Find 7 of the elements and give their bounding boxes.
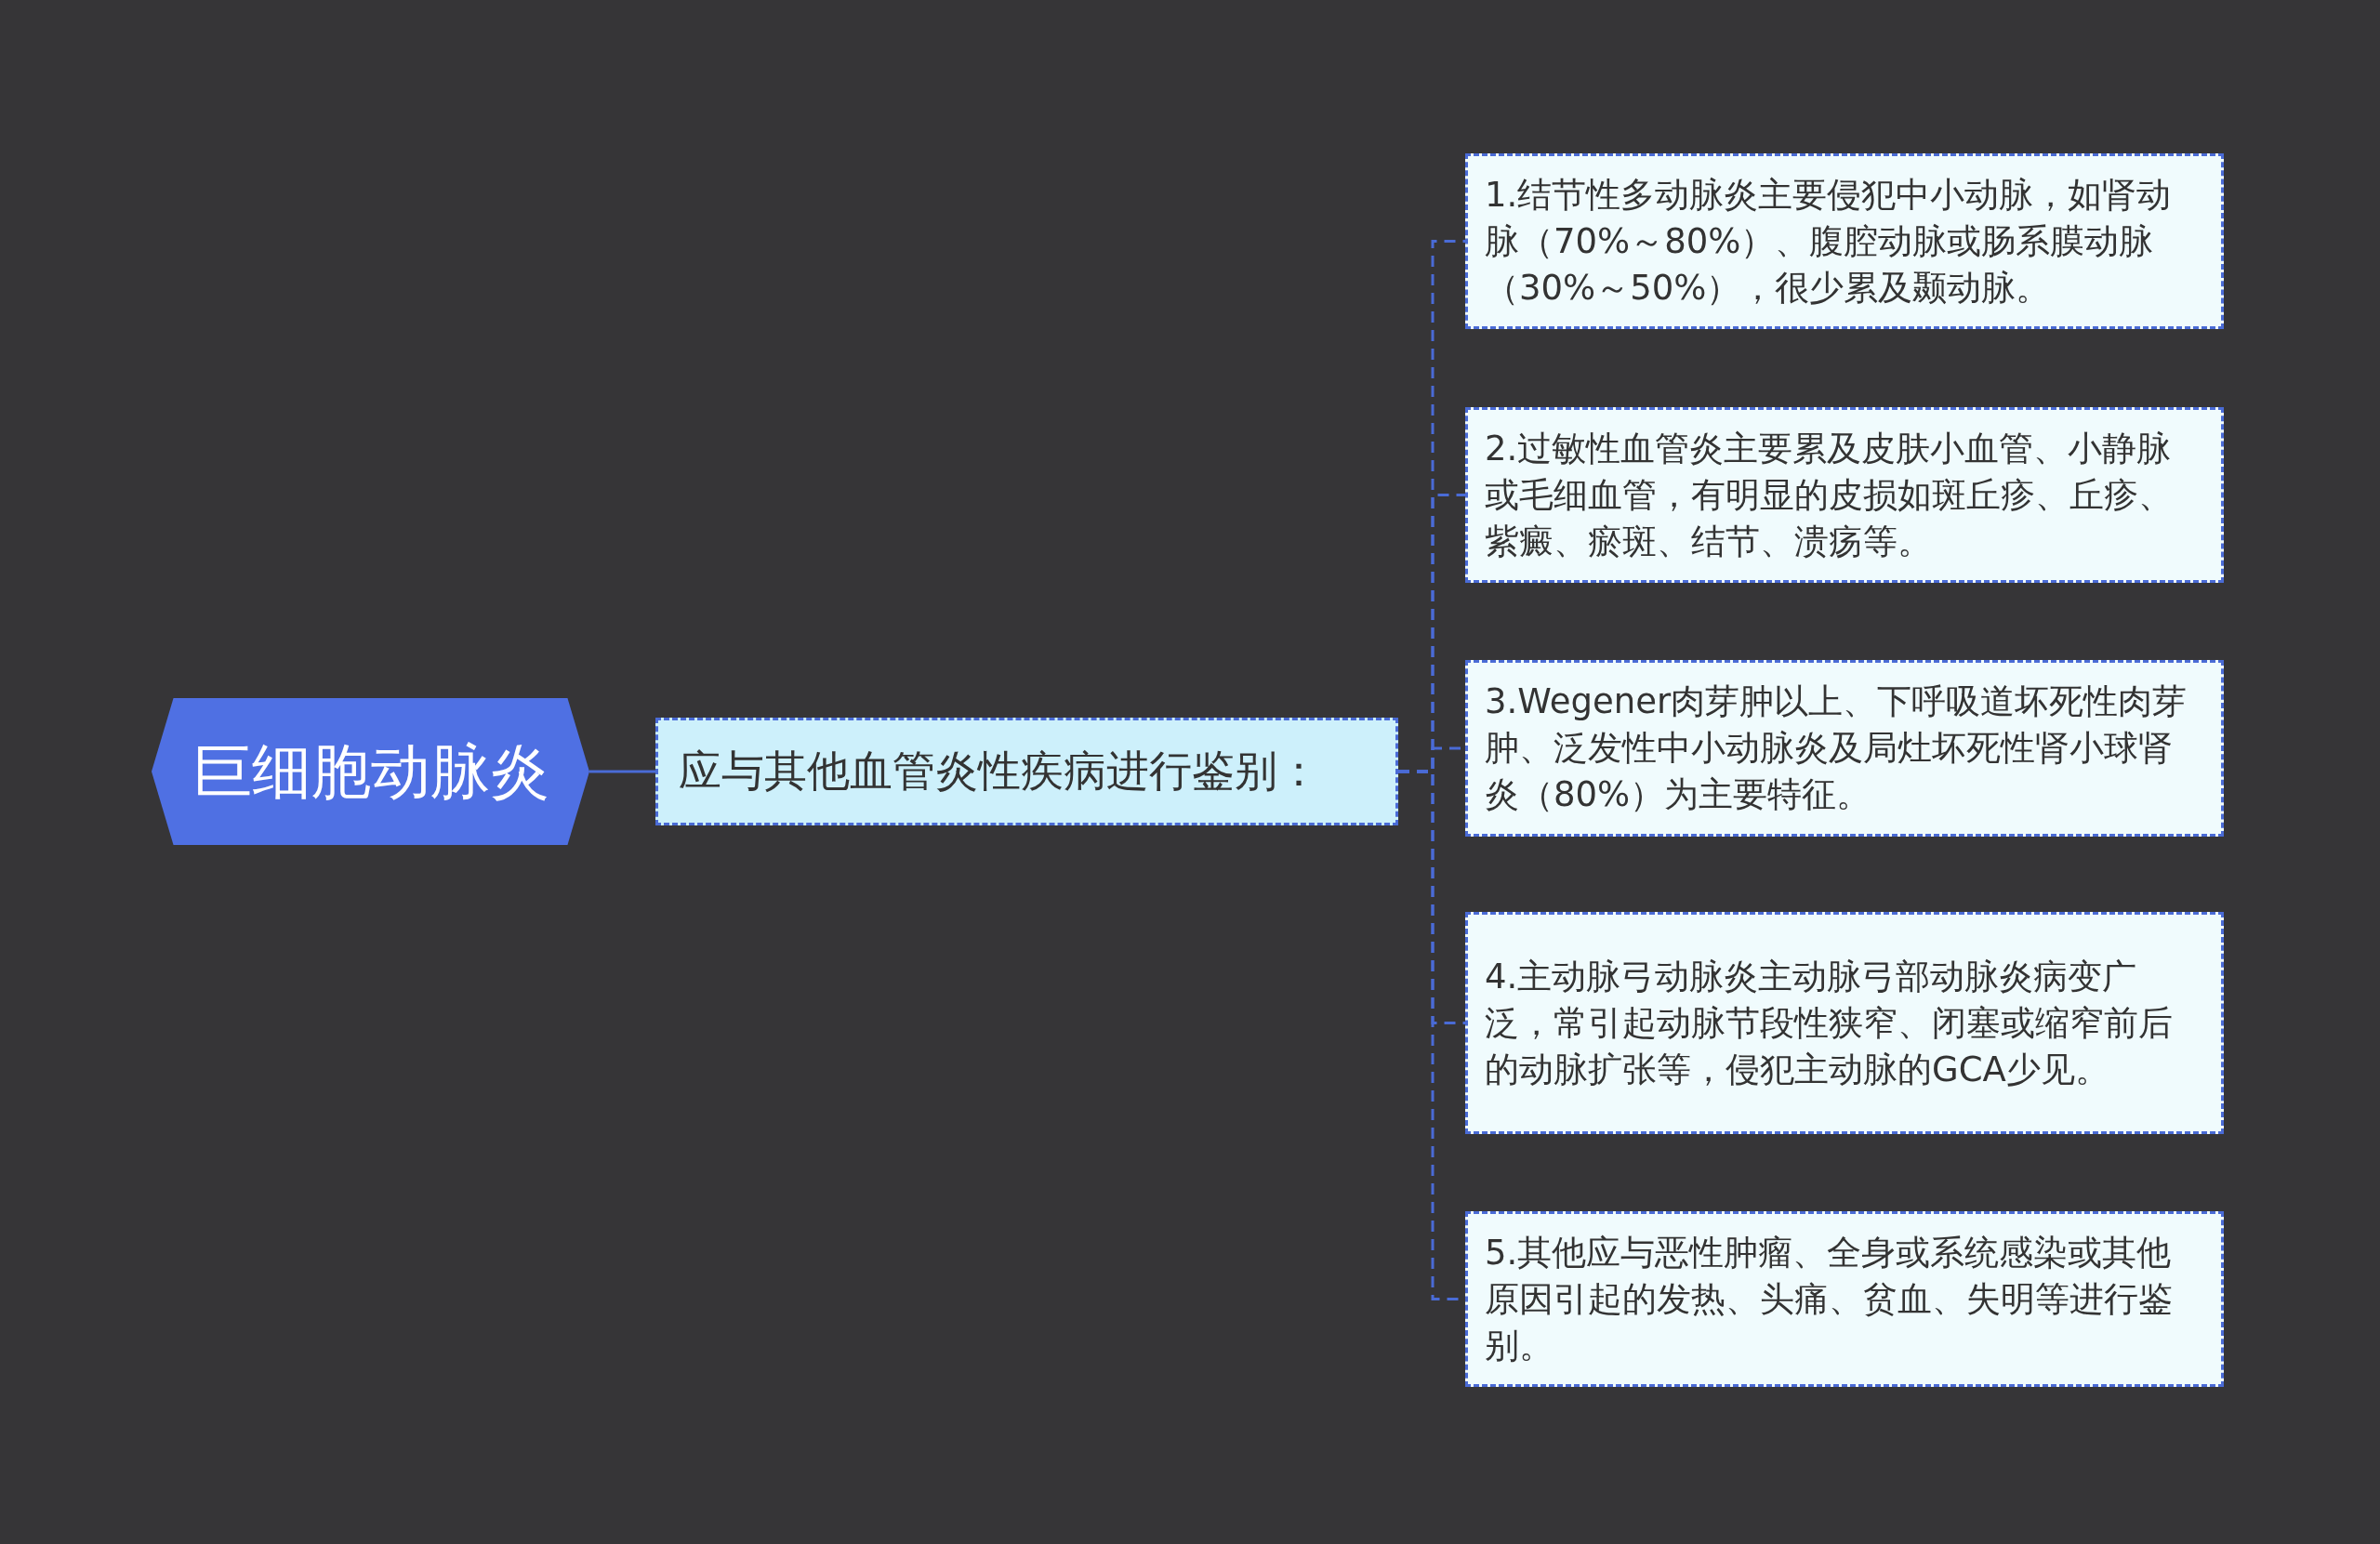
connector-line xyxy=(589,770,655,773)
detail-box: 2.过敏性血管炎主要累及皮肤小血管、小静脉或毛细血管，有明显的皮损如斑丘疹、丘疹、紫癜、瘀斑、结节、溃疡等。 xyxy=(1465,407,2224,583)
detail-box: 5.其他应与恶性肿瘤、全身或系统感染或其他原因引起的发热、头痛、贫血、失明等进行鉴别。 xyxy=(1465,1211,2224,1387)
detail-box: 4.主动脉弓动脉炎主动脉弓部动脉炎病变广泛，常引起动脉节段性狭窄、闭塞或缩窄前后的动脉扩张等，侵犯主动脉的GCA少见。 xyxy=(1465,912,2224,1134)
detail-box: 3.Wegener肉芽肿以上、下呼吸道坏死性肉芽肿、泛发性中小动脉炎及局灶坏死性肾小球肾炎（80%）为主要特征。 xyxy=(1465,660,2224,837)
subtopic-box: 应与其他血管炎性疾病进行鉴别： xyxy=(655,718,1398,825)
detail-box: 1.结节性多动脉炎主要侵犯中小动脉，如肾动脉（70%～80%）、腹腔动脉或肠系膜动脉（30%～50%），很少累及颞动脉。 xyxy=(1465,153,2224,329)
